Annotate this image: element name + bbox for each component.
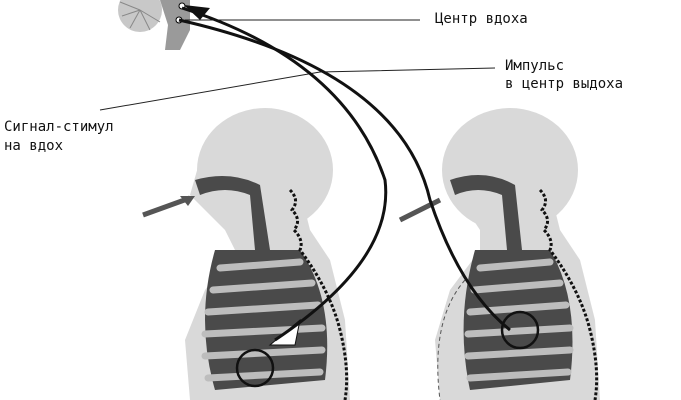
signal-pointer <box>99 67 496 111</box>
label-impulse-line2: в центр выдоха <box>505 76 624 92</box>
arrowhead-icon <box>184 5 210 20</box>
body-exhale <box>435 108 600 400</box>
label-signal-line1: Сигнал-стимул <box>4 119 114 135</box>
body-inhale <box>185 108 350 400</box>
label-impulse-line1: Импульс <box>505 58 565 74</box>
nerve-path-exhale <box>178 18 511 332</box>
inhale-arrow-icon <box>142 195 191 218</box>
brain-icon <box>118 0 190 50</box>
label-inhale-center: Центр вдоха <box>435 11 528 27</box>
label-signal-line2: на вдох <box>4 138 64 154</box>
exhale-arrow-icon <box>398 197 442 223</box>
